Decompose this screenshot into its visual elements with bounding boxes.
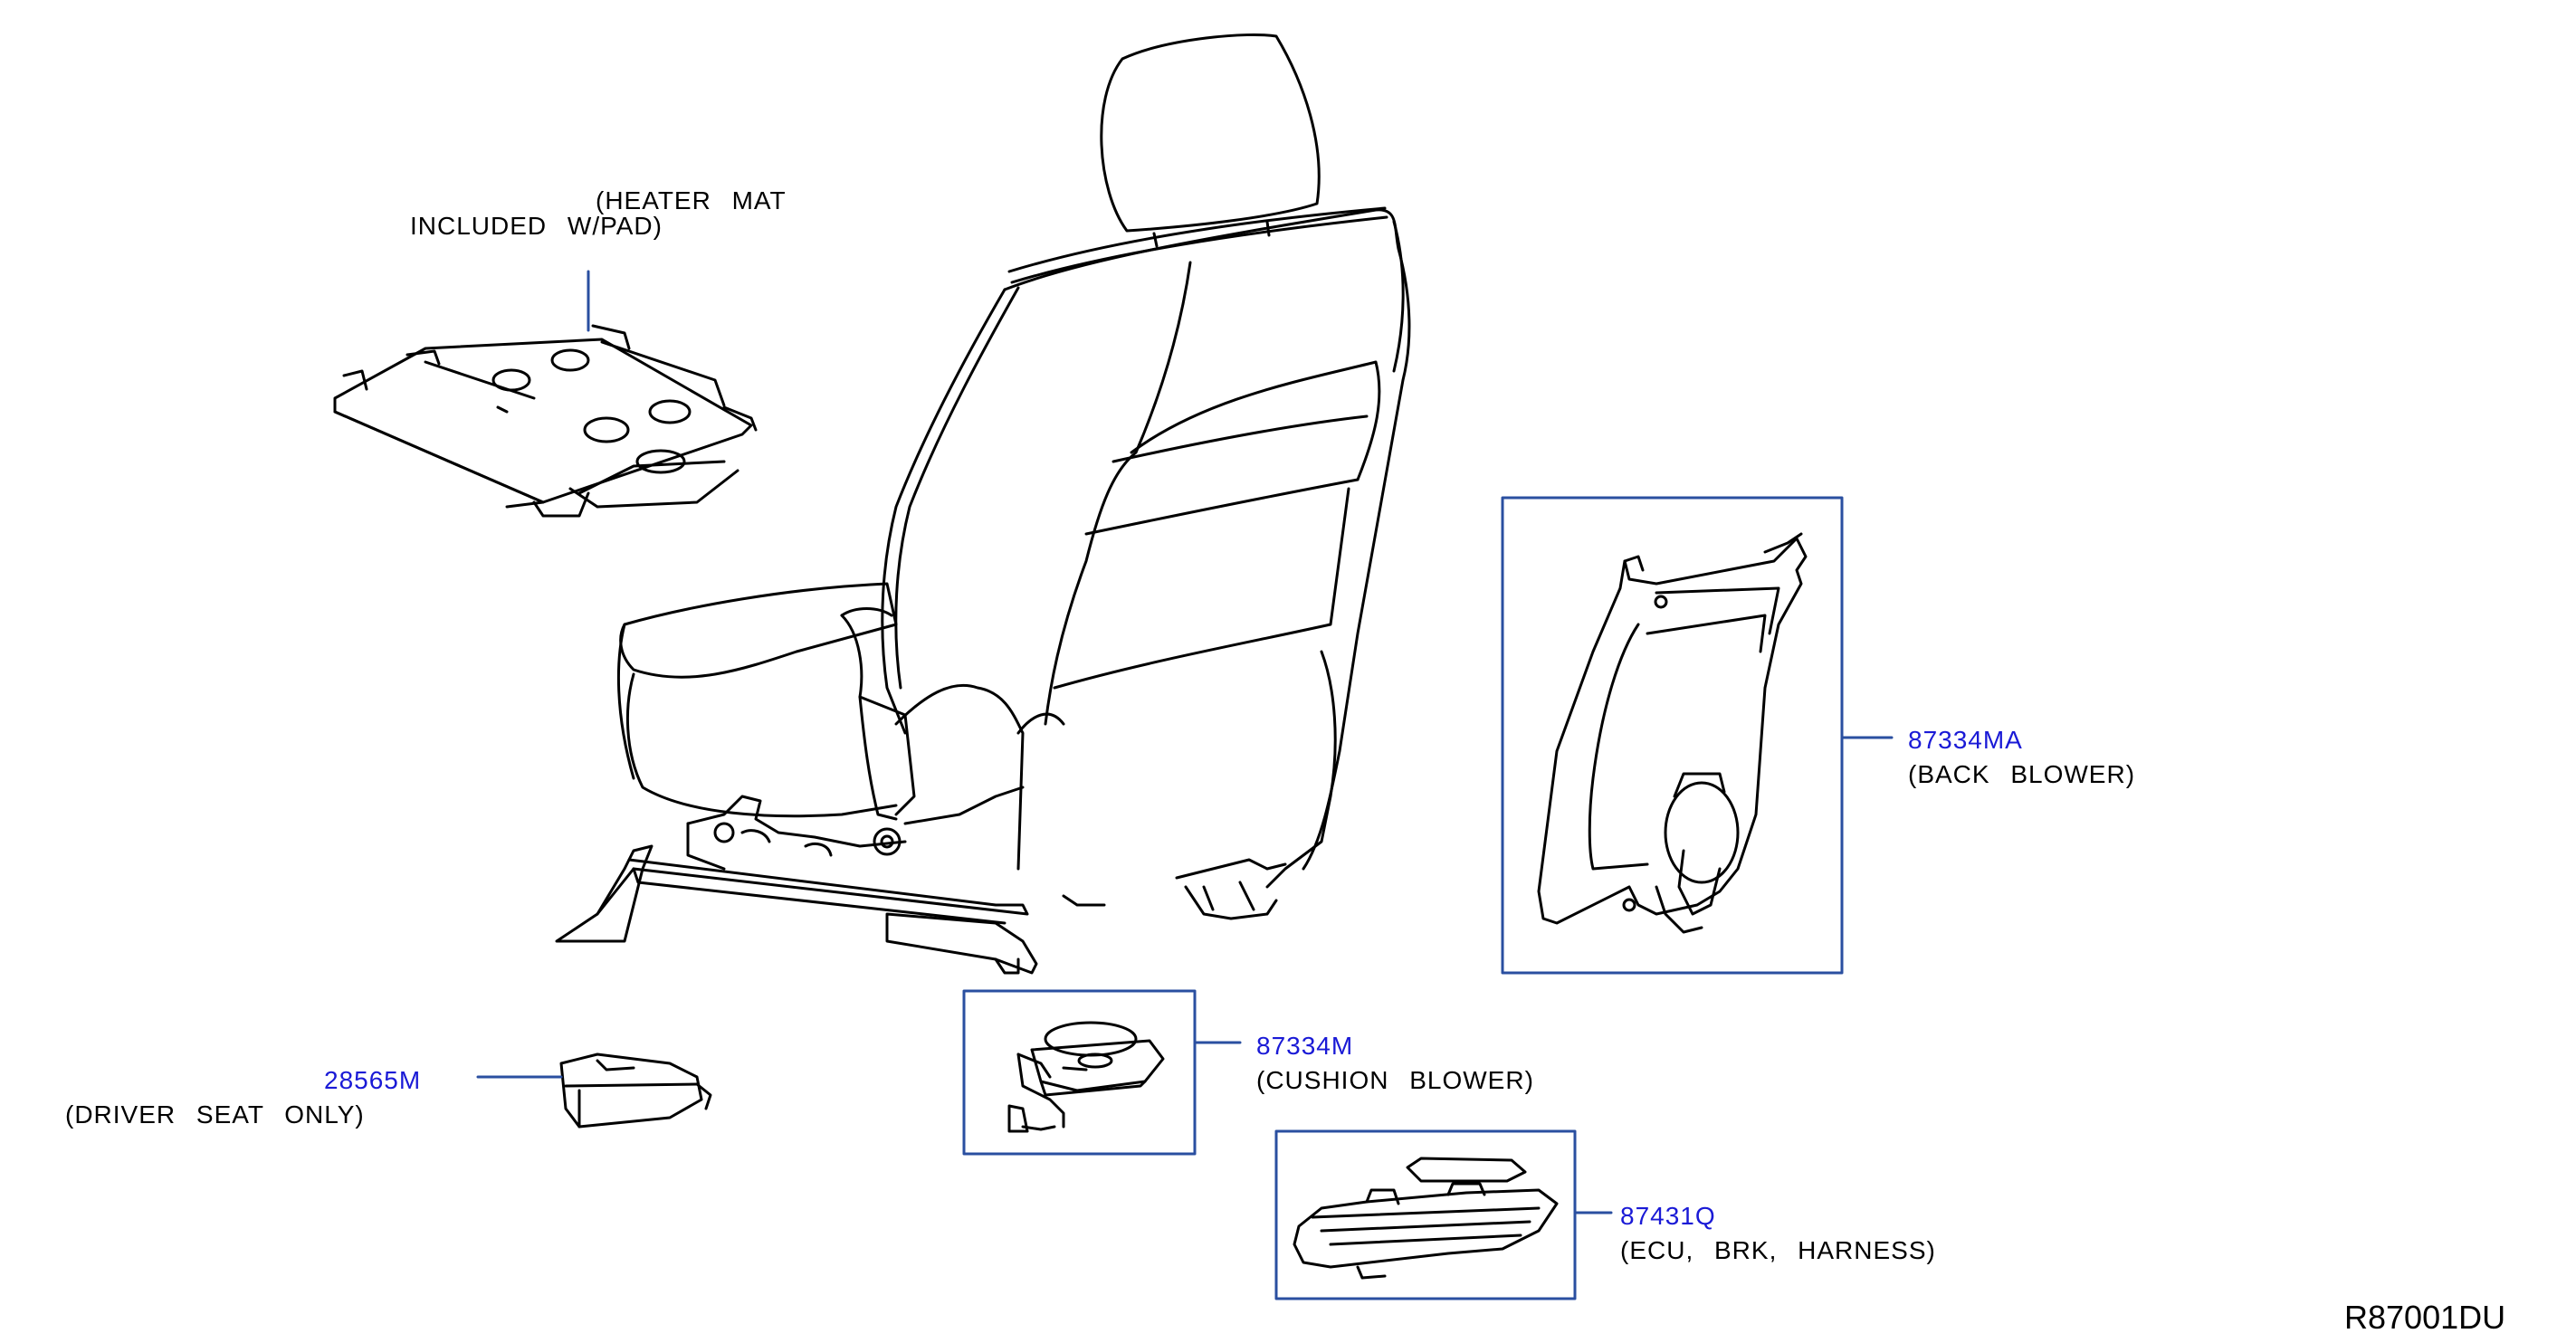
back-blower-part-number[interactable]: 87334MA xyxy=(1908,726,2023,754)
diagram-reference-code: R87001DU xyxy=(2344,1299,2506,1336)
heater-mat-illustration xyxy=(333,324,758,518)
seat-assembly-illustration xyxy=(555,33,1411,975)
heater-mat-note-line1: (HEATER MAT xyxy=(596,186,787,214)
driver-seat-module-note: (DRIVER SEAT ONLY) xyxy=(65,1100,365,1129)
cushion-blower-illustration xyxy=(1007,1021,1165,1133)
back-blower-illustration xyxy=(1537,532,1808,934)
back-blower-note: (BACK BLOWER) xyxy=(1908,760,2136,788)
heater-mat-note-line2: INCLUDED W/PAD) xyxy=(410,212,663,240)
ecu-harness-illustration xyxy=(1293,1157,1559,1280)
driver-seat-module-part-number[interactable]: 28565M xyxy=(324,1066,422,1094)
cushion-blower-box xyxy=(962,989,1197,1156)
ecu-harness-box xyxy=(1274,1129,1577,1300)
cushion-blower-part-number[interactable]: 87334M xyxy=(1256,1032,1354,1060)
ecu-harness-note: (ECU, BRK, HARNESS) xyxy=(1620,1236,1936,1264)
driver-seat-module-illustration xyxy=(559,1052,712,1129)
ecu-harness-part-number[interactable]: 87431Q xyxy=(1620,1202,1716,1230)
back-blower-box xyxy=(1501,496,1844,975)
cushion-blower-note: (CUSHION BLOWER) xyxy=(1256,1066,1534,1094)
